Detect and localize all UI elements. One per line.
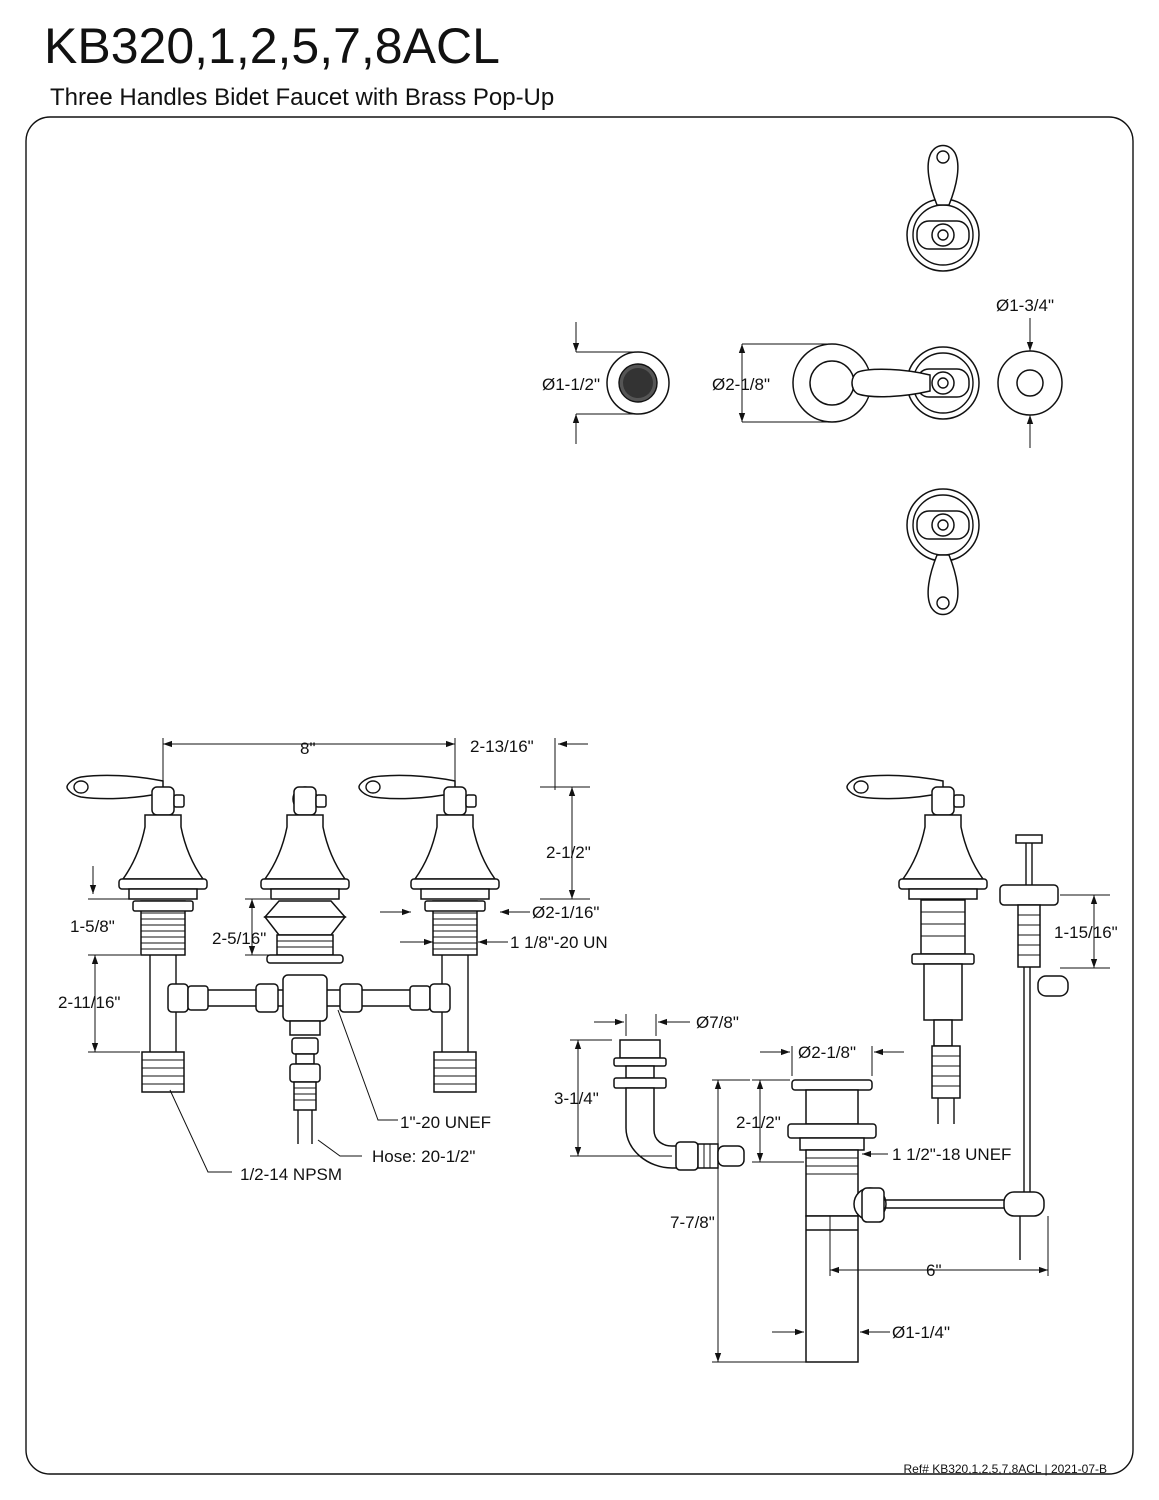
dim-drain-upper-height: 2-1/2": [736, 1113, 781, 1132]
dim-handle-height: 2-1/2": [546, 843, 591, 862]
dim-flange-diameter: Ø1-3/4": [996, 296, 1054, 315]
dim-rod-length: 6": [926, 1261, 942, 1280]
dim-lift-rod-height: 1-15/16": [1054, 923, 1118, 942]
dim-spout-base-height: 2-5/16": [212, 929, 266, 948]
dim-drain-thread: 1 1/2"-18 UNEF: [892, 1145, 1011, 1164]
side-view: [570, 774, 1110, 1363]
front-view: [66, 738, 590, 1173]
dim-base-height: 1-5/8": [70, 917, 115, 936]
dim-hose-length: Hose: 20-1/2": [372, 1147, 475, 1166]
dim-tailpiece-diameter: Ø1-1/4": [892, 1323, 950, 1342]
model-title: KB320,1,2,5,7,8ACL: [44, 18, 500, 74]
dim-aerator-diameter: Ø1-1/2": [542, 375, 600, 394]
dim-drain-total-height: 7-7/8": [670, 1213, 715, 1232]
drawing-frame: [25, 116, 1134, 1475]
dim-tee-thread: 1"-20 UNEF: [400, 1113, 491, 1132]
dim-shank-length: 2-11/16": [58, 993, 120, 1012]
dim-handle-reach: 2-13/16": [470, 737, 534, 756]
dim-supply-thread: 1/2-14 NPSM: [240, 1165, 342, 1184]
dim-escutcheon-diameter: Ø2-1/8": [712, 375, 770, 394]
dim-spray-diameter: Ø7/8": [696, 1013, 739, 1032]
top-view: [572, 144, 1063, 616]
dim-base-diameter: Ø2-1/16": [532, 903, 599, 922]
dim-shank-thread: 1 1/8"-20 UN: [510, 933, 608, 952]
dim-drain-flange-diameter: Ø2-1/8": [798, 1043, 856, 1062]
product-description: Three Handles Bidet Faucet with Brass Po…: [50, 84, 555, 111]
dim-spray-height: 3-1/4": [554, 1089, 599, 1108]
reference-number: Ref# KB320,1,2,5,7,8ACL | 2021-07-B: [903, 1462, 1107, 1476]
dim-spread: 8": [300, 739, 316, 758]
